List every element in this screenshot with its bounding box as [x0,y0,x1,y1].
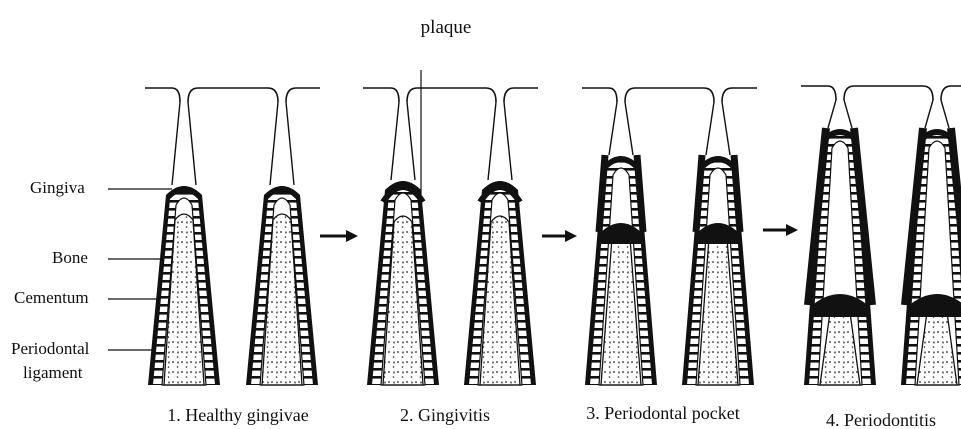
stage-panel-1 [145,88,320,385]
tooth-root [682,102,754,385]
stage-caption-1: 1. Healthy gingivae [167,405,308,425]
periodontal-label-line1: Periodontal [11,339,90,358]
cementum-label: Cementum [14,288,89,307]
stage-caption-2: 2. Gingivitis [400,405,490,425]
crown-outline [145,88,320,102]
arrow-icon [763,224,798,236]
arrow-icon [542,230,577,242]
gingiva-label: Gingiva [30,178,85,197]
crown-outline [801,86,961,100]
tooth-root [901,100,961,385]
tooth-root [367,102,439,385]
crown-outline [582,88,757,102]
plaque-label: plaque [421,17,472,38]
tooth-root [246,102,318,385]
stage-panel-4 [801,86,961,385]
arrow-icon [320,230,358,242]
stage-caption-4: 4. Periodontitis [826,410,936,429]
periodontal-label-line2: ligament [23,363,83,382]
tooth-root [585,102,657,385]
stage-caption-3: 3. Periodontal pocket [586,403,739,423]
crown-outline [363,88,538,102]
tooth-root [464,102,536,385]
stage-panel-3 [582,88,757,385]
tooth-root [148,102,220,385]
stage-panel-2 [363,88,538,385]
bone-label: Bone [52,248,88,267]
tooth-root [804,100,876,385]
